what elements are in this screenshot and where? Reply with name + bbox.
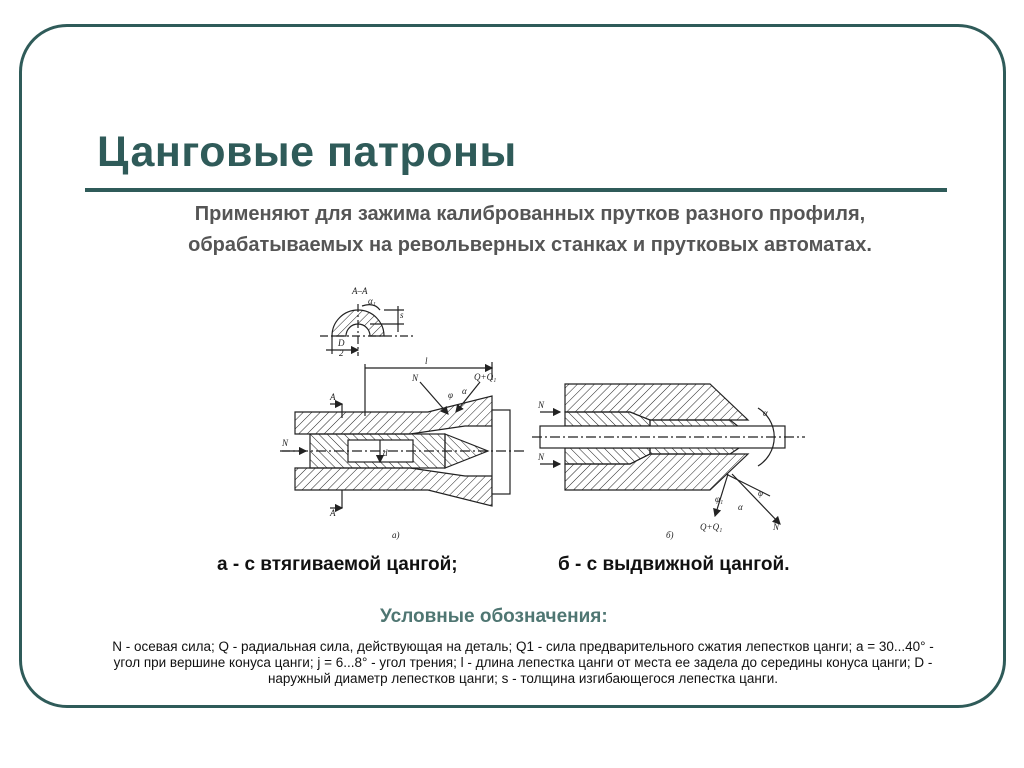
label-QQ1-a: Q+Q₁ (474, 372, 496, 382)
title-underline (85, 188, 947, 192)
label-N-axial-a: N (281, 438, 289, 448)
caption-b: б - с выдвижной цангой. (558, 554, 790, 575)
label-l: l (425, 356, 428, 366)
section-aa-detail (320, 304, 415, 356)
label-N-force-b: N (772, 522, 780, 532)
label-D: D (337, 338, 345, 348)
label-alpha1-a: α₁ (368, 296, 376, 306)
label-alpha-half-a: α (462, 386, 467, 396)
label-A-top: А (329, 392, 336, 402)
label-sub-a: а) (392, 530, 400, 540)
slide-title: Цанговые патроны (97, 128, 517, 176)
legend-text: N - осевая сила; Q - радиальная сила, де… (112, 639, 934, 686)
label-phi1-b: φ₁ (715, 494, 723, 504)
label-N-top-b: N (537, 400, 545, 410)
collet-chuck-drawings: А–А α₁ s D 2 l N Q+Q₁ φ α d N (280, 286, 805, 540)
label-d: d (383, 448, 388, 458)
label-phi-a: φ (448, 390, 453, 400)
label-N-bottom-b: N (537, 452, 545, 462)
caption-a: а - с втягиваемой цангой; (217, 554, 458, 575)
label-N-force-a: N (411, 373, 419, 383)
label-D-two: 2 (339, 348, 344, 358)
legend-title: Условные обозначения: (380, 606, 608, 627)
label-alpha-b: α (763, 408, 768, 418)
label-QQ1-b: Q+Q₁ (700, 522, 722, 532)
label-section-aa: А–А (351, 286, 368, 296)
lead-paragraph: Применяют для зажима калиброванных прутк… (188, 203, 872, 256)
label-s: s (400, 310, 404, 320)
label-sub-b: б) (666, 530, 674, 540)
drawing-a: А–А α₁ s D 2 l N Q+Q₁ φ α d N (280, 286, 525, 540)
label-phi-b: φ (758, 488, 763, 498)
label-alpha-half-b: α (738, 502, 743, 512)
slide-frame (19, 24, 1006, 708)
label-A-bottom: А (329, 508, 336, 518)
drawing-b: N N α Q+Q₁ N φ₁ α φ б) (532, 383, 805, 540)
